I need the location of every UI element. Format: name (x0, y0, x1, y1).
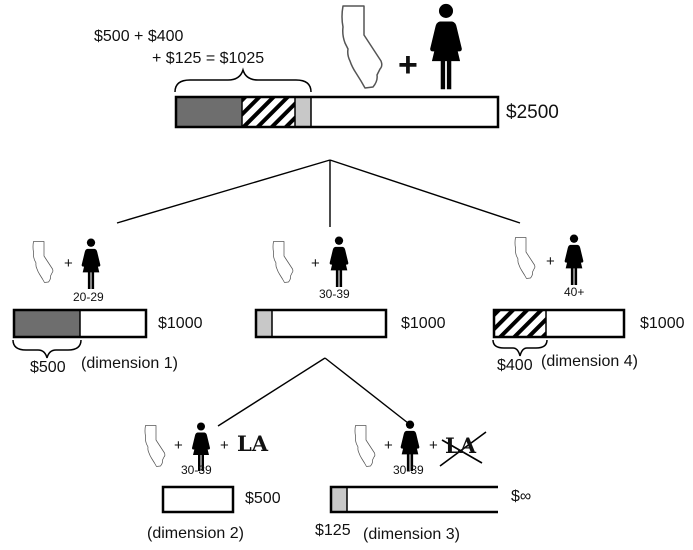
plus-sign: + (311, 255, 320, 272)
dimension-4-label: (dimension 4) (541, 353, 638, 370)
segment-dimension-1 (176, 97, 242, 127)
dimension-2-label: (dimension 2) (147, 525, 244, 542)
tree-branch-sub-left (217, 357, 326, 427)
plus-sign: + (384, 437, 393, 454)
bar-age-30-39 (254, 308, 388, 339)
la-strike-2 (441, 439, 483, 464)
bar-age-40-plus (492, 308, 626, 339)
dimension-1-brace (12, 339, 82, 359)
dimension-1-value: $500 (30, 359, 66, 376)
city-label-la-excluded: LA (445, 433, 477, 458)
segment-dimension-4 (494, 310, 546, 337)
segment-dimension-3 (331, 487, 347, 512)
dimension-4-brace (492, 339, 548, 357)
plus-sign: + (398, 46, 418, 84)
plus-sign: + (220, 437, 229, 454)
branch-total-label: $1000 (640, 315, 685, 332)
plus-sign: + (64, 255, 73, 272)
plus-sign: + (429, 437, 438, 454)
branch-total-label: $500 (245, 490, 281, 507)
bar-age-20-29 (12, 308, 148, 339)
dimension-3-label: (dimension 3) (363, 526, 460, 543)
tree-branch-sub-right (324, 357, 409, 424)
female-person-icon (430, 3, 462, 90)
tree-branch-right (329, 159, 521, 224)
segment-dimension-3 (295, 97, 311, 127)
female-person-icon (329, 236, 349, 287)
bar-la-30-39 (161, 485, 235, 514)
california-map-icon (272, 241, 294, 283)
female-person-icon (564, 234, 584, 285)
segment-dimension-4 (242, 97, 295, 127)
california-map-icon (354, 425, 376, 467)
dimension-4-value: $400 (497, 357, 533, 374)
total-budget-label: $2500 (506, 102, 559, 123)
age-range-label: 20-29 (73, 290, 104, 304)
segment-dimension-3 (256, 310, 272, 337)
plus-sign: + (546, 253, 555, 270)
age-range-label: 30-39 (319, 287, 350, 301)
age-range-label: 30-39 (181, 463, 212, 477)
sum-line-1: $500 + $400 (94, 28, 184, 45)
dimension-3-value: $125 (315, 522, 351, 539)
california-map-icon (514, 237, 536, 279)
plus-sign: + (174, 437, 183, 454)
bar-not-la-30-39 (329, 485, 498, 514)
sum-line-2: + $125 = $1025 (152, 50, 265, 67)
california-map-icon (32, 241, 54, 283)
city-label-la: LA (237, 431, 269, 456)
female-person-icon (81, 238, 101, 289)
age-range-label: 40+ (564, 285, 585, 299)
total-budget-bar (174, 95, 500, 129)
tree-branch-left (116, 159, 331, 224)
branch-total-label: $1000 (401, 315, 446, 332)
la-strike-1 (439, 431, 487, 467)
segment-dimension-1 (14, 310, 80, 337)
top-sum-brace (174, 67, 312, 93)
california-map-icon (144, 425, 166, 467)
age-range-label: 30-39 (393, 463, 424, 477)
branch-total-label: $1000 (158, 315, 203, 332)
california-map-icon (341, 5, 383, 89)
branch-total-label: $∞ (511, 488, 532, 505)
dimension-1-label: (dimension 1) (81, 355, 178, 372)
